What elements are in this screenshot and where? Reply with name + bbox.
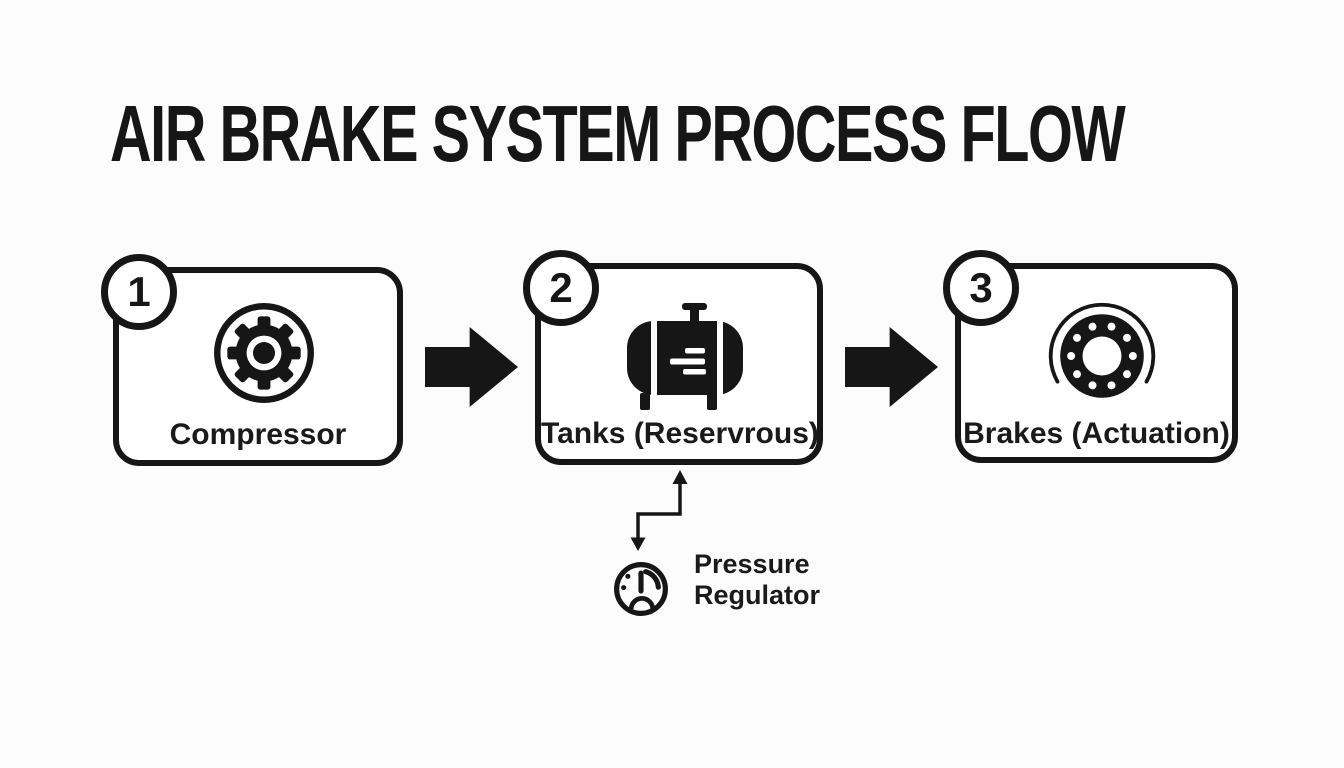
regulator-connector-arrows bbox=[630, 470, 688, 551]
regulator-label-line1: Pressure bbox=[694, 549, 810, 579]
air-tank-icon bbox=[627, 303, 743, 410]
step-label: Compressor bbox=[169, 418, 347, 451]
step-box-compressor: 1 Compressor bbox=[101, 254, 403, 466]
flow-arrow-icon bbox=[425, 327, 518, 407]
step-number-badge: 3 bbox=[943, 250, 1019, 326]
step-number: 1 bbox=[127, 268, 151, 315]
regulator-label-line2: Regulator bbox=[694, 580, 821, 610]
gear-icon bbox=[214, 303, 314, 403]
pressure-gauge-icon bbox=[614, 562, 668, 616]
step-box-tanks: 2 Tanks (Reservrous) bbox=[523, 250, 823, 465]
step-number-badge: 1 bbox=[101, 254, 177, 330]
step-number: 3 bbox=[969, 264, 993, 311]
page-title: AIR BRAKE SYSTEM PROCESS FLOW bbox=[110, 89, 1126, 178]
flow-arrow-icon bbox=[845, 327, 938, 407]
regulator-label: Pressure Regulator bbox=[694, 549, 820, 611]
step-number: 2 bbox=[549, 264, 573, 311]
step-label: Brakes (Actuation) bbox=[963, 417, 1230, 450]
step-box-brakes: 3 Brakes (Actuation) bbox=[943, 250, 1238, 463]
step-label: Tanks (Reservrous) bbox=[541, 417, 819, 450]
step-number-badge: 2 bbox=[523, 250, 599, 326]
brake-disc-icon bbox=[1048, 302, 1156, 398]
